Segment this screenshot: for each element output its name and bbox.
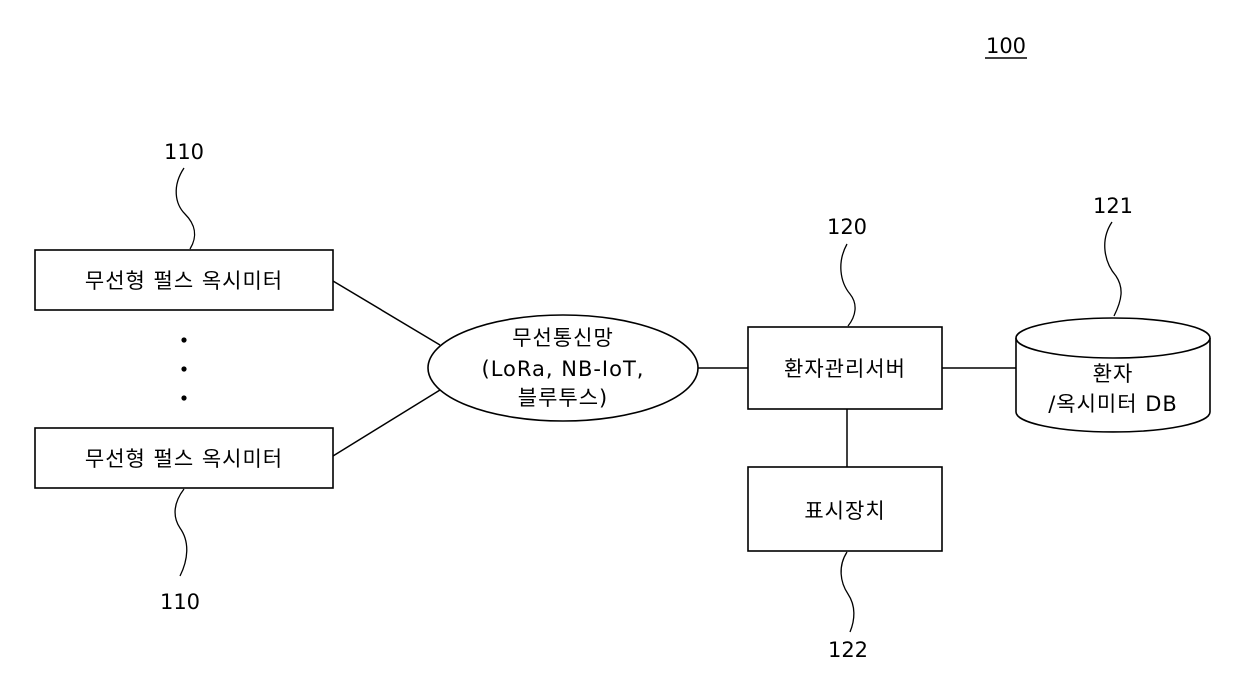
display-device: 표시장치 122 <box>748 467 942 662</box>
ellipsis-dot <box>181 366 186 371</box>
device-top-label: 무선형 펄스 옥시미터 <box>85 269 283 293</box>
device-ellipsis <box>181 337 186 400</box>
device-top-leader <box>176 168 194 249</box>
database-leader <box>1105 222 1121 316</box>
wireless-network: 무선통신망 (LoRa, NB-IoT, 블루투스) <box>428 315 698 421</box>
device-top-ref: 110 <box>164 140 204 164</box>
server-ref: 120 <box>827 215 867 239</box>
ellipsis-dot <box>181 395 186 400</box>
database-top <box>1016 318 1210 358</box>
display-label: 표시장치 <box>804 499 885 523</box>
patient-server: 환자관리서버 120 <box>748 215 942 409</box>
network-label-line2: (LoRa, NB-IoT, <box>482 357 645 381</box>
device-bottom: 무선형 펄스 옥시미터 110 <box>35 428 333 614</box>
ellipsis-dot <box>181 337 186 342</box>
device-top: 무선형 펄스 옥시미터 110 <box>35 140 333 310</box>
figure-label: 100 <box>986 34 1026 58</box>
device-bottom-leader <box>175 489 187 576</box>
network-label-line1: 무선통신망 <box>512 326 614 350</box>
patient-database: 환자 /옥시미터 DB 121 <box>1016 194 1210 432</box>
database-label-line1: 환자 <box>1093 362 1134 386</box>
display-ref: 122 <box>828 638 868 662</box>
server-label: 환자관리서버 <box>784 357 906 381</box>
device-bottom-label: 무선형 펄스 옥시미터 <box>85 447 283 471</box>
connector-device-bottom-network <box>333 390 440 456</box>
database-ref: 121 <box>1093 194 1133 218</box>
network-label-line3: 블루투스) <box>518 386 608 410</box>
server-leader <box>841 244 855 326</box>
connector-device-top-network <box>333 281 440 345</box>
display-leader <box>841 552 854 632</box>
database-label-line2: /옥시미터 DB <box>1048 392 1178 416</box>
device-bottom-ref: 110 <box>160 590 200 614</box>
